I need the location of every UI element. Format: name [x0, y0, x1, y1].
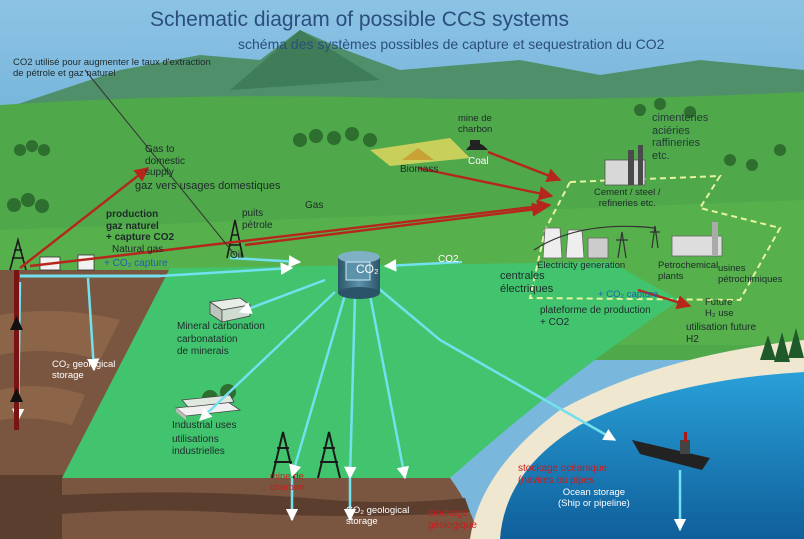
power-plant: [542, 227, 609, 259]
coal-label: Coal: [468, 156, 489, 167]
cement-factory: [604, 145, 646, 186]
co2-flow-label: CO2: [438, 254, 459, 265]
stockage-oceanique-label: stockage océanique (navires ou pipes: [518, 463, 607, 486]
plateforme-label: plateforme de production + CO2: [540, 305, 651, 328]
left-soil-lower: [0, 475, 70, 539]
carbonatation-label: carbonatation de minerais: [177, 334, 238, 357]
biomass-label: Biomass: [400, 164, 439, 175]
mineral-carbonation-plant: [208, 297, 252, 323]
cimenteries-label: cimenteries aciéries raffineries etc.: [652, 112, 709, 162]
co2-capture-left-label: + CO₂ capture: [104, 258, 168, 269]
coal-mine: [466, 140, 488, 150]
mine-charbon-label: mine de charbon: [458, 113, 493, 135]
gaz-domestiques-label: gaz vers usages domestiques: [135, 180, 281, 192]
power-pylons: [533, 225, 660, 259]
co2-capture-right-label: + CO₂ capture: [598, 289, 659, 300]
cement-label: Cement / steel / refineries etc.: [594, 187, 661, 209]
petrochemical-plant: [671, 222, 723, 257]
petrochemical-label: Petrochemical plants: [658, 260, 719, 282]
tanker-ship: [632, 432, 710, 470]
industrial-platform: [528, 174, 782, 302]
industrial-uses-label: Industrial uses: [172, 420, 237, 431]
mineral-carbonation-label: Mineral carbonation: [177, 321, 265, 332]
bottom-soil-band: [62, 492, 470, 516]
supply-arrows: [19, 150, 692, 310]
mountain-shadow: [230, 30, 380, 90]
pine-trees: [760, 328, 804, 362]
gas-label: Gas: [305, 200, 324, 211]
oil-label: Oil: [230, 250, 243, 261]
centrales-label: centrales électriques: [500, 270, 554, 295]
electricity-generation-label: Electricity generation: [537, 260, 626, 271]
coal-pile: [402, 148, 434, 160]
utilisation-future-label: utilisation future H2: [686, 322, 757, 345]
bottom-wells: [271, 431, 341, 479]
usines-label: usines pétrochimiques: [718, 263, 783, 285]
oil-well: [226, 219, 244, 259]
natural-gas-label: Natural gas: [112, 244, 164, 255]
stockage-geologique-label: stockage géologique: [428, 508, 477, 531]
gas-well: [9, 236, 27, 271]
production-gaz-label: production gaz naturel + capture CO2: [106, 209, 175, 243]
co2-tank: [338, 251, 380, 299]
eor-label: CO2 utilisé pour augmenter le taux d'ext…: [13, 57, 211, 79]
page-title: Schematic diagram of possible CCS system…: [150, 8, 569, 31]
utilisations-industrielles-label: utilisations industrielles: [172, 434, 225, 457]
eor-line: [84, 69, 236, 256]
future-h2-label: Future H₂ use: [705, 297, 734, 319]
tank-co2-label: CO₂: [356, 262, 379, 276]
co2-geological-left-label: CO₂ geological storage: [52, 359, 116, 381]
co2-geological-bottom-label: CO₂ geological storage: [346, 505, 410, 527]
injection-pipe: [10, 270, 23, 430]
puits-petrole-label: puits pétrole: [242, 208, 273, 231]
page-subtitle: schéma des systèmes possibles de capture…: [238, 36, 665, 52]
gas-domestic-label: Gas to domestic supply: [145, 144, 186, 178]
mine-charbon-bottom-label: mine de charbon: [270, 471, 305, 493]
ocean-storage-label: Ocean storage (Ship or pipeline): [558, 487, 630, 509]
